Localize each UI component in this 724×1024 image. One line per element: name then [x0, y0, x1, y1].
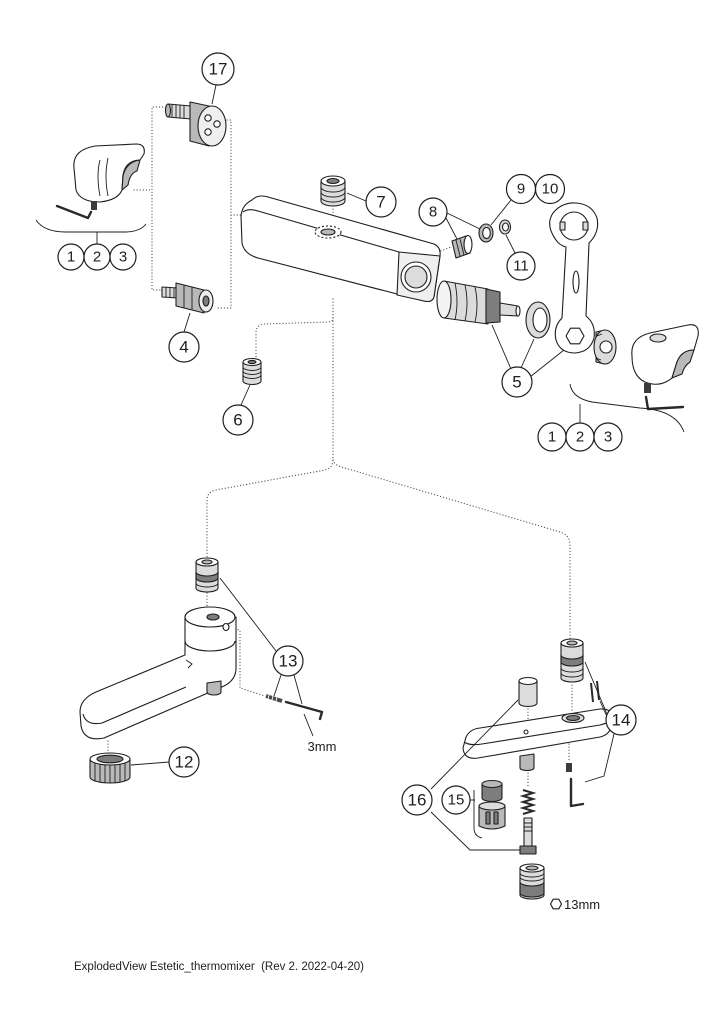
cartridge-part-17 [164, 101, 227, 147]
diverter-body [462, 708, 613, 772]
group-bracket-left [35, 219, 147, 244]
fitting-part-14 [560, 638, 584, 683]
assembly-guide-lines [107, 106, 573, 789]
flow-arrow-icon [185, 659, 193, 669]
callout-7: 7 [365, 186, 397, 218]
callout-label: 1 [67, 249, 75, 266]
callout-label: 2 [576, 429, 584, 446]
fitting-part-6 [242, 357, 262, 386]
set-screw-left [91, 201, 97, 210]
callout-label: 16 [408, 791, 427, 810]
pins-part-14 [590, 680, 600, 703]
mixer-body [240, 195, 441, 303]
callout-1-left: 1 [57, 243, 85, 271]
fitting-part-7 [320, 175, 346, 207]
washer-part-10-11 [498, 219, 512, 235]
callout-6: 6 [222, 404, 254, 436]
callout-label: 15 [448, 792, 465, 809]
callout-2-right: 2 [565, 422, 595, 452]
hex-key-3mm [284, 700, 324, 721]
fitting-part-13 [195, 557, 219, 593]
callout-label: 7 [376, 193, 385, 212]
callout-label: 11 [513, 258, 529, 275]
callout-label: 10 [542, 181, 559, 198]
set-screw-diverter [566, 763, 572, 772]
hex-key-size-leader [303, 713, 314, 737]
callout-11: 11 [506, 251, 536, 281]
set-screw-right [644, 383, 651, 393]
callout-2-left: 2 [83, 243, 111, 271]
callout-15: 15 [441, 785, 471, 815]
callout-label: 14 [612, 711, 631, 730]
valve-stem [519, 817, 537, 855]
cartridge-part-4 [161, 282, 214, 314]
callout-label: 8 [429, 204, 437, 221]
spring [519, 789, 537, 815]
callout-label: 9 [517, 181, 525, 198]
callout-label: 2 [93, 249, 101, 266]
callout-label: 12 [175, 753, 194, 772]
callout-12: 12 [168, 746, 200, 778]
callout-label: 1 [548, 429, 556, 446]
diverter-part-15 [478, 779, 506, 830]
nut-part-8 [451, 234, 473, 259]
document-footer: ExplodedView Estetic_thermomixer (Rev 2.… [74, 961, 364, 973]
callout-13: 13 [272, 645, 304, 677]
hex-nut-icon [549, 898, 563, 910]
aerator-part-12 [89, 752, 131, 784]
callout-label: 17 [209, 60, 228, 79]
wrench-size-label: 13mm [564, 897, 600, 912]
callout-9: 9 [505, 173, 537, 205]
bath-spout [79, 606, 237, 740]
thermostat-cartridge-part-5 [436, 280, 521, 325]
threaded-fitting-13mm [519, 863, 545, 900]
callout-label: 6 [233, 411, 242, 430]
callout-leaders [130, 84, 615, 851]
callout-label: 4 [179, 338, 188, 357]
group-bracket-right [569, 383, 685, 433]
callout-3-right: 3 [593, 422, 623, 452]
handle-cap-right [631, 324, 699, 385]
hub-part-right [593, 329, 617, 365]
callout-10: 10 [534, 173, 566, 205]
hex-key-size-label: 3mm [308, 739, 337, 754]
callout-4: 4 [168, 331, 200, 363]
callout-label: 3 [119, 249, 127, 266]
handle-cap-left [73, 143, 145, 203]
callout-14: 14 [605, 704, 637, 736]
callout-label: 5 [512, 373, 521, 392]
service-wrench-part-5 [549, 202, 599, 354]
hex-key-left [55, 204, 93, 220]
sleeve-part-16 [518, 676, 538, 708]
callout-17: 17 [201, 52, 235, 86]
callout-1-right: 1 [537, 422, 567, 452]
callout-5: 5 [501, 366, 533, 398]
set-screw-spout [265, 694, 283, 703]
callout-label: 3 [604, 429, 612, 446]
ring-part-5 [525, 301, 551, 339]
hex-key-right [644, 395, 685, 411]
callout-label: 13 [279, 652, 298, 671]
hex-key-diverter [569, 777, 585, 808]
callout-16: 16 [401, 784, 433, 816]
callout-3-left: 3 [109, 243, 137, 271]
bracket-part-15 [473, 790, 483, 839]
callout-8: 8 [418, 197, 448, 227]
ring-part-9 [478, 223, 494, 243]
